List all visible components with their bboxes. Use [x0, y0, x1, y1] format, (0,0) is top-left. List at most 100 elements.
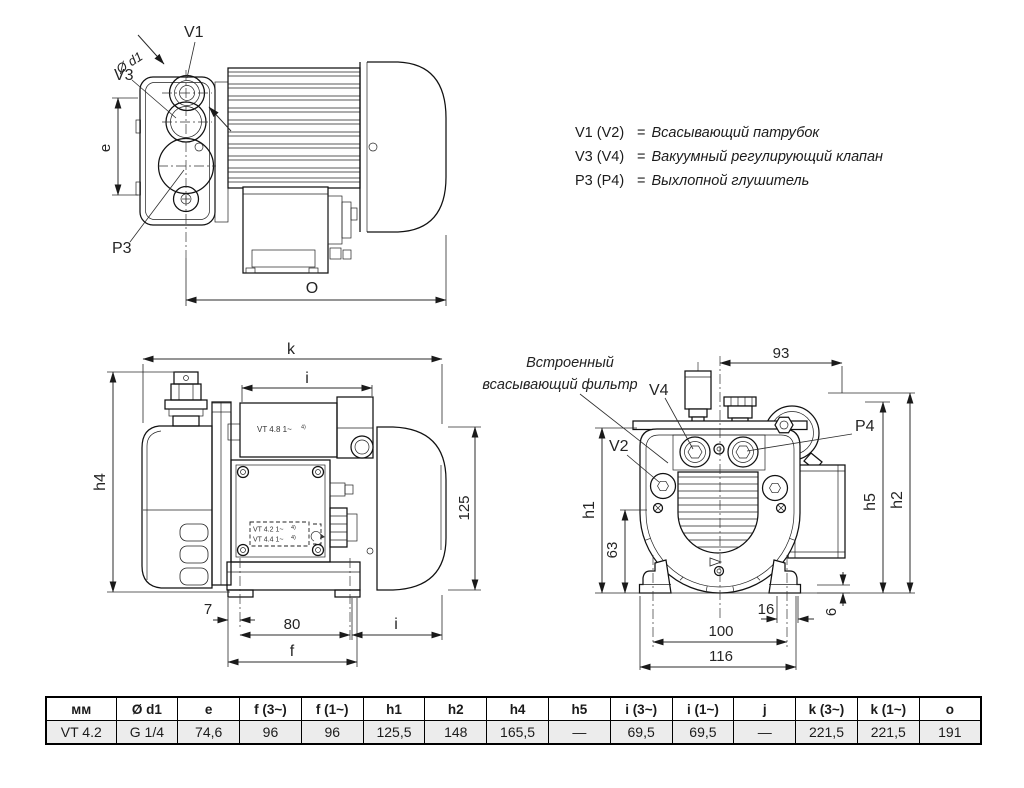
col-header-i3: i (3~) — [609, 696, 673, 721]
dim-label-h1: h1 — [581, 501, 598, 519]
front-view-drawing: 93 Встроенный всасывающий фильтр V4 V2 P… — [482, 345, 915, 671]
label-v4: V4 — [649, 382, 669, 399]
filter-note-line2: всасывающий фильтр — [482, 377, 637, 393]
col-header-h5: h5 — [547, 696, 611, 721]
legend-key: V1 (V2) — [575, 125, 625, 141]
col-header-i1: i (1~) — [671, 696, 735, 721]
legend-row: V1 (V2) = Всасывающий патрубок — [575, 121, 883, 145]
dim-label-k: k — [287, 341, 296, 358]
pump-cover — [141, 401, 241, 589]
legend-value: Вакуумный регулирующий клапан — [651, 149, 884, 165]
label-v1: V1 — [184, 24, 204, 41]
cell-d1: G 1/4 — [115, 720, 179, 745]
feet-front — [595, 356, 915, 647]
motor-top-block: VT 4.8 1~ 4) — [239, 396, 374, 459]
dim-label-100: 100 — [708, 623, 733, 640]
col-header-h2: h2 — [424, 696, 488, 721]
col-header-j: j — [733, 696, 797, 721]
col-header-k3: k (3~) — [795, 696, 858, 721]
cell-h5: — — [547, 720, 611, 745]
dim-label-6: 6 — [823, 608, 840, 616]
terminal-box — [242, 186, 358, 274]
col-header-h1: h1 — [362, 696, 426, 721]
col-header-d1: Ø d1 — [115, 696, 179, 721]
legend-separator: = — [637, 149, 646, 165]
filter-note-line1: Встроенный — [526, 355, 614, 371]
legend-value: Всасывающий патрубок — [651, 125, 820, 141]
legend-value: Выхлопной глушитель — [651, 173, 810, 189]
motor-fan-cover — [366, 426, 447, 591]
dim-label-16: 16 — [758, 601, 775, 618]
legend-row: P3 (P4) = Выхлопной глушитель — [575, 169, 883, 193]
cell-k1: 221,5 — [856, 720, 920, 745]
cell-h2: 148 — [424, 720, 488, 745]
cell-i1: 69,5 — [671, 720, 735, 745]
type-plate-line2: VT 4.4 1~ — [253, 537, 283, 544]
view-c-annotations: 93 Встроенный всасывающий фильтр V4 V2 P… — [482, 345, 915, 671]
dim-label-i-bottom: i — [394, 616, 398, 633]
legend-separator: = — [637, 125, 646, 141]
dim-label-116: 116 — [709, 648, 733, 665]
dimensions-table: мм Ø d1 e f (3~) f (1~) h1 h2 h4 h5 i (3… — [45, 696, 982, 745]
view-a-annotations: V1 V3 P3 Ø d1 e O — [97, 24, 447, 306]
table-header-row: мм Ø d1 e f (3~) f (1~) h1 h2 h4 h5 i (3… — [45, 696, 982, 721]
dim-label-i-top: i — [305, 370, 309, 387]
view-b-dimensions: k i h4 125 7 80 f i — [92, 341, 481, 667]
dim-label-125: 125 — [456, 495, 473, 520]
col-header-e: e — [177, 696, 241, 721]
cell-h4: 165,5 — [486, 720, 549, 745]
cell-o: 191 — [918, 720, 982, 745]
cell-model: VT 4.2 — [45, 720, 117, 745]
dim-label-e: e — [97, 144, 114, 152]
legend-row: V3 (V4) = Вакуумный регулирующий клапан — [575, 145, 883, 169]
cell-j: — — [733, 720, 797, 745]
table-row: VT 4.2 G 1/4 74,6 96 96 125,5 148 165,5 … — [45, 720, 982, 745]
legend-key: V3 (V4) — [575, 149, 625, 165]
dim-label-93: 93 — [773, 345, 790, 362]
col-header-h4: h4 — [486, 696, 549, 721]
legend: V1 (V2) = Всасывающий патрубок V3 (V4) = Вак… — [575, 121, 883, 193]
cell-h1: 125,5 — [362, 720, 426, 745]
cell-i3: 69,5 — [609, 720, 673, 745]
label-v3: V3 — [114, 67, 134, 84]
motor-plate-label: VT 4.8 1~ — [257, 425, 292, 434]
dim-label-f: f — [290, 643, 295, 660]
muffler-mount-hex — [774, 416, 794, 434]
vacuum-regulating-valve — [684, 362, 712, 430]
port-head-outline — [135, 76, 229, 226]
cell-f3: 96 — [239, 720, 302, 745]
silencer-valve — [164, 371, 208, 427]
dim-label-7: 7 — [204, 601, 212, 618]
type-plate-line2-sup: 4) — [291, 535, 296, 541]
col-header-o: o — [918, 696, 982, 721]
dim-label-o: O — [306, 280, 318, 297]
side-view-a-drawing: V1 V3 P3 Ø d1 e O — [97, 24, 447, 306]
col-header-k1: k (1~) — [856, 696, 920, 721]
suction-filter-cap — [723, 396, 757, 424]
base-feet — [226, 558, 361, 640]
cell-f1: 96 — [300, 720, 364, 745]
pump-body-plate: VT 4.2 1~ 4) VT 4.4 1~ 4) — [230, 459, 358, 563]
label-v2: V2 — [609, 438, 629, 455]
dim-label-h2: h2 — [889, 491, 906, 509]
label-p3: P3 — [112, 240, 132, 257]
type-plate-line1: VT 4.2 1~ — [253, 527, 283, 534]
motor-body — [227, 61, 447, 233]
cell-e: 74,6 — [177, 720, 241, 745]
dim-label-h4: h4 — [92, 473, 109, 491]
dim-label-63: 63 — [604, 542, 621, 559]
legend-key: P3 (P4) — [575, 173, 625, 189]
dim-label-80: 80 — [284, 616, 301, 633]
col-header-f3: f (3~) — [239, 696, 302, 721]
type-plate-line1-sup: 4) — [291, 525, 296, 531]
side-view-b-drawing: VT 4.8 1~ 4) VT 4.2 1~ 4) VT 4.4 1~ 4) — [92, 341, 481, 667]
col-header-f1: f (1~) — [300, 696, 364, 721]
pump-housing-front — [639, 416, 801, 594]
motor-plate-sup: 4) — [301, 425, 306, 431]
dim-label-h5: h5 — [862, 493, 879, 511]
port-circles — [157, 70, 216, 258]
legend-separator: = — [637, 173, 646, 189]
label-p4: P4 — [855, 418, 875, 435]
cell-k3: 221,5 — [795, 720, 858, 745]
